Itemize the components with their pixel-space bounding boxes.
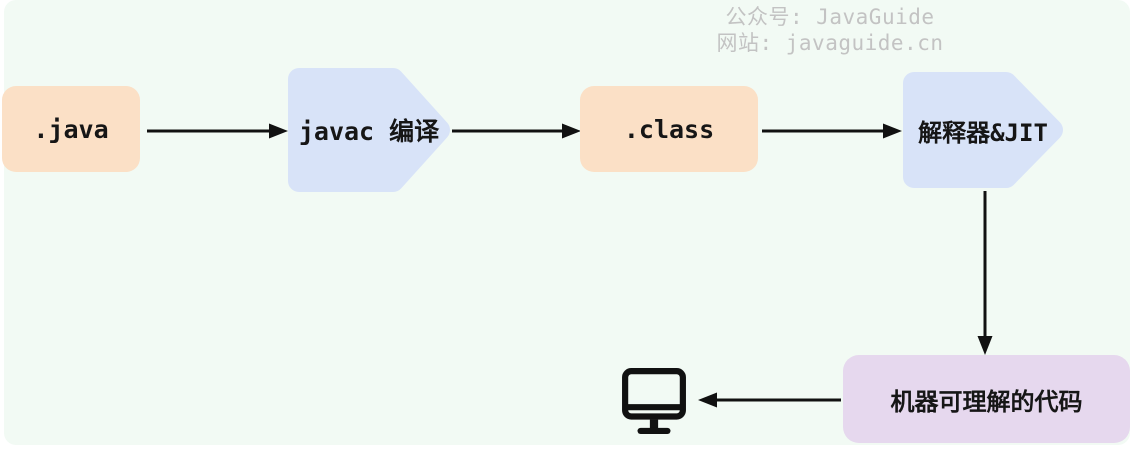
node-class-file-label: .class [623, 114, 715, 144]
monitor-base [637, 427, 671, 434]
arrow-java-to-javac-head [269, 123, 288, 139]
node-machine-code-label: 机器可理解的代码 [890, 387, 1083, 416]
arrow-class-to-jit [762, 123, 902, 139]
node-class-file: .class [580, 86, 758, 172]
pentagon-shape-fill [288, 68, 450, 192]
node-machine-code: 机器可理解的代码 [843, 355, 1130, 443]
arrow-machine-code-to-monitor [698, 392, 841, 408]
pentagon-shape [903, 72, 1063, 188]
arrow-jit-to-machine-code [977, 191, 993, 355]
arrow-java-to-javac [147, 123, 288, 139]
watermark-line-2: 网站: javaguide.cn [716, 31, 944, 55]
computer-monitor-icon [622, 368, 686, 434]
node-java-file: .java [2, 86, 140, 172]
node-javac-compile: javac 编译 [288, 68, 450, 192]
arrow-jit-to-machine-code-head [977, 336, 993, 355]
watermark-line-1: 公众号: JavaGuide [725, 5, 935, 29]
arrow-machine-code-to-monitor-head [698, 392, 717, 408]
arrow-javac-to-class [452, 123, 581, 139]
node-java-file-label: .java [33, 114, 109, 144]
monitor-screen [622, 368, 686, 420]
watermark: 公众号: JavaGuide 网站: javaguide.cn [650, 4, 1010, 56]
node-interpreter-jit-label: 解释器&JIT [918, 118, 1048, 147]
node-interpreter-jit: 解释器&JIT [903, 72, 1063, 188]
arrow-class-to-jit-head [883, 123, 902, 139]
arrow-javac-to-class-head [562, 123, 581, 139]
node-javac-compile-label: javac 编译 [298, 117, 440, 146]
pentagon-shape-fill [903, 72, 1063, 188]
pentagon-shape [288, 68, 450, 192]
monitor-stand [649, 419, 659, 429]
